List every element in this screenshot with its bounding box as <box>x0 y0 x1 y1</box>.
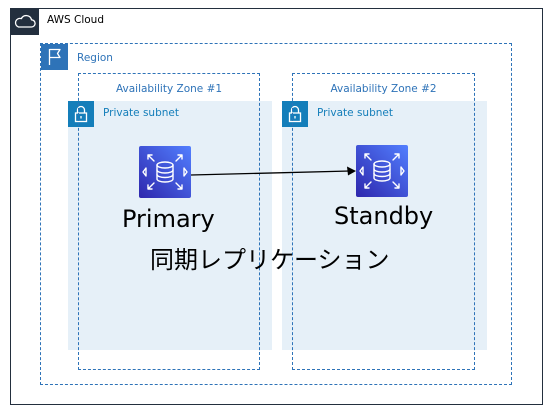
lock-icon <box>68 101 94 127</box>
private-subnet-2: Private subnet <box>282 101 487 350</box>
availability-zone-label: Availability Zone #2 <box>330 83 437 95</box>
aws-cloud-label: AWS Cloud <box>47 14 104 26</box>
availability-zone-1: Availability Zone #1 <box>78 73 260 370</box>
rds-database-icon <box>356 145 408 197</box>
flag-icon <box>41 44 68 70</box>
subnet-label: Private subnet <box>317 107 393 119</box>
region-label: Region <box>77 52 113 64</box>
lock-icon <box>282 101 308 127</box>
replication-caption: 同期レプリケーション <box>150 246 390 274</box>
private-subnet-1: Private subnet <box>68 101 272 350</box>
region-group: Region <box>40 43 512 385</box>
availability-zone-2: Availability Zone #2 <box>292 73 475 370</box>
subnet-label: Private subnet <box>103 107 179 119</box>
primary-label: Primary <box>122 205 215 233</box>
standby-label: Standby <box>334 202 434 230</box>
availability-zone-label: Availability Zone #1 <box>115 83 223 95</box>
rds-database-icon <box>139 146 191 198</box>
cloud-icon <box>11 9 39 35</box>
aws-cloud-group: AWS Cloud <box>10 8 543 405</box>
